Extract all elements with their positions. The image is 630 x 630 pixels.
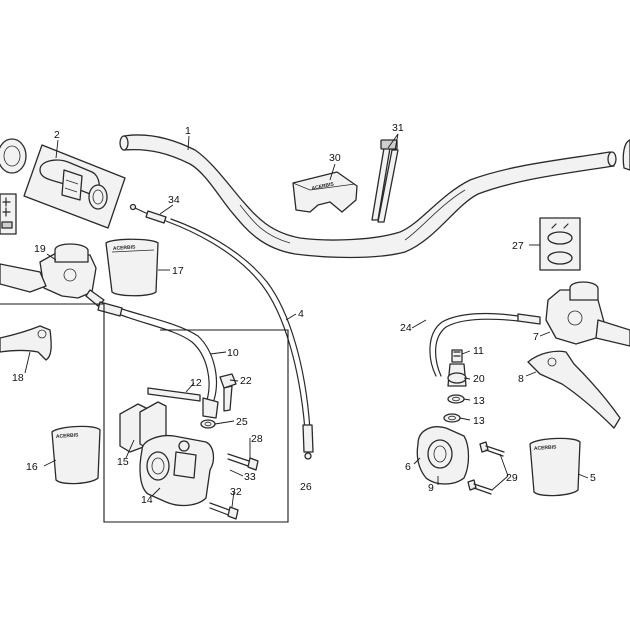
brake-lever-18 [0,325,52,361]
leader-lines [24,133,589,508]
pin-12 [147,387,201,402]
callout-33: 33 [244,471,256,483]
callout-labels: 1 2 30 31 34 19 17 4 18 10 12 22 25 15 2… [12,122,596,506]
bag-17: ACERBIS [105,238,159,297]
callout-1: 1 [185,125,191,137]
bolt-28 [227,453,259,471]
callout-32: 32 [230,486,242,498]
cable-ties [371,139,399,223]
throttle-cable [129,203,314,460]
callout-11: 11 [473,345,484,357]
callout-22: 22 [240,375,252,387]
callout-34: 34 [168,194,180,206]
front-caliper-frame [0,303,289,523]
callout-25: 25 [236,416,248,428]
callout-17: 17 [172,265,184,277]
rear-master-cylinder [545,281,630,347]
callout-26: 26 [300,481,312,493]
left-edge-screws [0,193,17,235]
bolts-29 [467,441,505,495]
banjo-fitting [447,363,467,387]
callout-13-lower: 13 [473,415,485,427]
washer-25 [200,419,216,429]
callout-27: 27 [512,240,524,252]
bleed-screw [451,349,463,363]
washer-13-upper [447,394,465,404]
callout-24: 24 [400,322,412,334]
left-edge-ring [0,138,27,174]
bolt-32 [209,502,239,520]
throttle-grip-assembly [23,144,126,229]
clutch-lever-8 [527,350,621,429]
callout-12: 12 [190,377,202,389]
callout-19: 19 [34,243,46,255]
callout-15: 15 [117,456,129,468]
bag-5: ACERBIS [529,437,581,497]
front-master-cylinder [0,243,105,307]
callout-8: 8 [518,373,524,385]
callout-16: 16 [26,461,38,473]
callout-9: 9 [428,482,434,494]
callout-7: 7 [533,331,539,343]
callout-5: 5 [590,472,596,484]
svg-text:ACERBIS: ACERBIS [311,181,335,192]
svg-text:ACERBIS: ACERBIS [113,244,137,252]
callout-20: 20 [473,373,485,385]
clutch-hose [429,312,541,377]
handlebar-cover: ACERBIS [292,171,358,213]
reservoir-cap [539,217,581,271]
bolt-22 [219,373,237,412]
slave-cylinder [416,426,470,485]
callout-30: 30 [329,152,341,164]
brake-caliper [139,434,215,507]
bag-16: ACERBIS [51,425,101,485]
callout-31: 31 [392,122,404,134]
callout-13-upper: 13 [473,395,485,407]
callout-14: 14 [141,494,153,506]
right-grip-end [622,139,630,171]
callout-6: 6 [405,461,411,473]
callout-2: 2 [54,129,60,141]
handlebar [119,134,617,259]
callout-10: 10 [227,347,239,359]
svg-text:ACERBIS: ACERBIS [534,444,558,452]
callout-18: 18 [12,372,24,384]
washer-13-lower [443,413,461,423]
callout-29: 29 [506,472,518,484]
callout-4: 4 [298,308,304,320]
callout-28: 28 [251,433,263,445]
svg-text:ACERBIS: ACERBIS [56,432,80,440]
